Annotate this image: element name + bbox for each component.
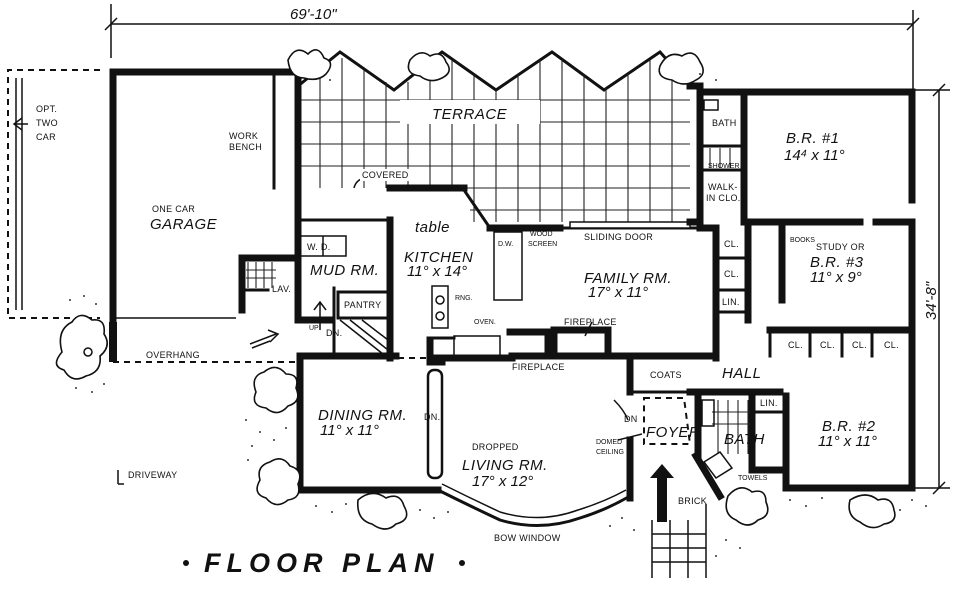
bow-window-label: BOW WINDOW [494,533,561,543]
living-room-label: LIVING RM. [462,457,548,474]
wood-screen-line2: SCREEN [528,241,557,248]
hall: COATS HALL [626,360,784,396]
closet-label-1: CL. [724,239,739,249]
covered-label: COVERED [362,170,409,180]
domed-ceiling-line1: DOMED [596,439,622,446]
br1-size: 14⁴ x 11° [784,147,845,164]
towels-label: TOWELS [738,475,768,482]
lav-label: LAV. [272,284,291,294]
br1-label: B.R. #1 [786,130,840,147]
linen-bath-label: LIN. [760,398,778,408]
closet-label-4: CL. [820,340,835,350]
washer-dryer-label: W. D. [307,242,331,252]
dining-room-label: DINING RM. [318,407,407,424]
br3-size: 11° x 9° [810,269,862,286]
overall-depth-dimension: 34'-8" [912,83,950,495]
family-room-size: 17° x 11° [588,284,648,301]
floor-plan-title: FLOOR PLAN [183,548,465,578]
title-text: FLOOR PLAN [204,548,440,578]
hall-label: HALL [722,365,762,382]
closets-column: CL. CL. LIN. [714,224,752,324]
garage: WORK BENCH ONE CAR GARAGE OVERHANG [109,68,302,363]
fireplace-family-label: FIREPLACE [564,317,617,327]
landscaping [55,49,927,557]
closet-label-2: CL. [724,269,739,279]
table-label: table [415,219,450,236]
books-label: BOOKS [790,237,815,244]
up-label: UP [309,325,319,332]
br2-size: 11° x 11° [818,433,877,450]
domed-ceiling-line2: CEILING [596,449,624,456]
bathroom-and-bedroom-2: LIN. BATH TOWELS B.R. #2 11° x 11° [694,392,916,492]
kitchen-label: KITCHEN [404,249,473,266]
width-dimension-label: 69'-10" [290,6,337,23]
closet-label-5: CL. [852,340,867,350]
opt-two-car-line2: TWO [36,118,58,128]
garage-line1: ONE CAR [152,204,195,214]
shower-label: SHOWER [708,163,740,170]
sliding-door-label: SLIDING DOOR [584,232,653,242]
work-bench-line2: BENCH [229,142,262,152]
overhang-label: OVERHANG [146,350,200,360]
wood-screen-line1: WOOD [530,231,553,238]
bedroom-1-suite: BATH SHOWER WALK- IN CLO. B.R. #1 14⁴ x … [686,82,916,492]
closet-label-3: CL. [788,340,803,350]
dining-room-size: 11° x 11° [320,422,379,439]
work-bench-line1: WORK [229,131,258,141]
dining-room: DINING RM. 11° x 11° DN. [296,352,446,494]
opt-two-car-line1: OPT. [36,104,57,114]
living-room: DROPPED LIVING RM. 17° x 12° BOW WINDOW [406,352,634,543]
mud-room-label: MUD RM. [310,262,379,279]
garage-line2: GARAGE [150,216,218,233]
fireplace-living-label: FIREPLACE [512,362,565,372]
terrace-label: TERRACE [432,106,508,123]
br3-label: B.R. #3 [810,254,864,271]
range-label: RNG. [455,295,473,302]
coats-label: COATS [650,370,682,380]
study-label: STUDY OR [816,242,865,252]
dropped-label: DROPPED [472,442,519,452]
mud-room-area: LAV. W. D. MUD RM. PANTRY UP DN. [238,184,394,362]
oven-label: OVEN. [474,319,496,326]
terrace-area: TERRACE COVERED [295,50,693,222]
kitchen-size: 11° x 14° [407,263,467,280]
family-room-label: FAMILY RM. [584,270,672,287]
brick-label: BRICK [678,496,707,506]
dn-dining-label: DN. [424,412,440,422]
driveway-label: DRIVEWAY [128,470,177,480]
living-room-size: 17° x 12° [472,473,533,490]
study-bedroom-3: BOOKS STUDY OR B.R. #3 11° x 9° CL. CL. … [766,224,910,358]
overall-width-dimension: 69'-10" [104,4,920,90]
dishwasher-label: D.W. [498,241,513,248]
walk-in-line2: IN CLO. [706,193,741,203]
depth-dimension-label: 34'-8" [923,281,940,320]
bath-lower-label: BATH [724,431,765,448]
closet-label-6: CL. [884,340,899,350]
pantry-label: PANTRY [344,300,381,310]
foyer: DN FOYER DOMED CEILING BRICK [596,397,725,578]
bath-top-label: BATH [712,118,737,128]
driveway: DRIVEWAY [117,470,177,485]
linen-label: LIN. [722,297,740,307]
walk-in-line1: WALK- [708,182,738,192]
foyer-label: FOYER [646,424,700,441]
dn-foyer-label: DN [624,414,638,424]
br2-label: B.R. #2 [822,418,876,435]
opt-two-car-line3: CAR [36,132,56,142]
optional-two-car-outline: OPT. TWO CAR [7,69,100,319]
family-room: SLIDING DOOR FAMILY RM. 17° x 11° FIREPL… [428,221,720,372]
